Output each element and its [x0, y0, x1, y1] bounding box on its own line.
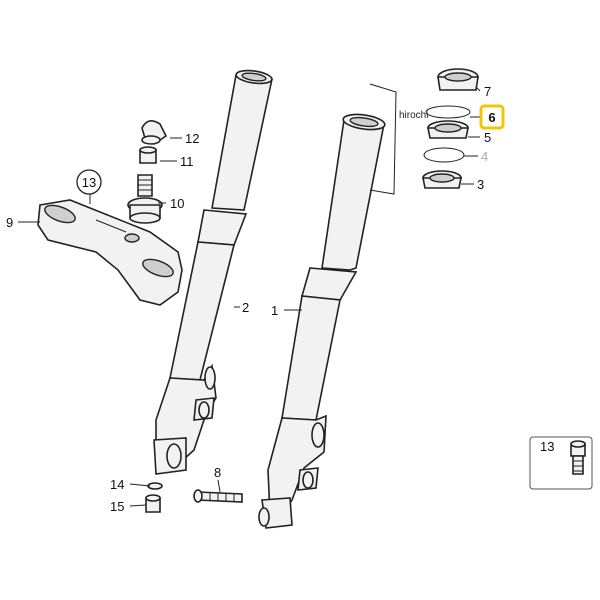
bearing-stack — [422, 68, 479, 189]
label-part-6: 6 — [488, 110, 495, 125]
assembly-bracket — [369, 83, 397, 195]
leader-lines — [18, 86, 481, 507]
stem-parts — [127, 120, 168, 224]
part-13-inset — [529, 436, 593, 490]
label-part-9: 9 — [6, 215, 13, 230]
lower-bolts — [145, 482, 243, 513]
label-part-2: 2 — [242, 300, 249, 315]
label-part-12: 12 — [185, 131, 199, 146]
label-part-13-box: 13 — [540, 439, 554, 454]
label-part-13-circle-ring — [76, 169, 102, 195]
fork-leg-right — [258, 113, 386, 529]
label-part-13-circle: 13 — [82, 175, 96, 190]
highlight-box-part-6 — [479, 104, 505, 130]
label-part-4: 4 — [481, 149, 488, 164]
label-part-3: 3 — [477, 177, 484, 192]
label-part-7: 7 — [484, 84, 491, 99]
triple-clamp — [37, 199, 183, 306]
label-part-10: 10 — [170, 196, 184, 211]
label-part-11: 11 — [180, 154, 194, 169]
label-part-8: 8 — [214, 465, 221, 480]
label-part-15: 15 — [110, 499, 124, 514]
watermark: hirochi — [399, 110, 428, 121]
label-part-14: 14 — [110, 477, 124, 492]
label-part-1: 1 — [271, 303, 278, 318]
label-part-5: 5 — [484, 130, 491, 145]
fork-leg-left — [153, 69, 273, 475]
